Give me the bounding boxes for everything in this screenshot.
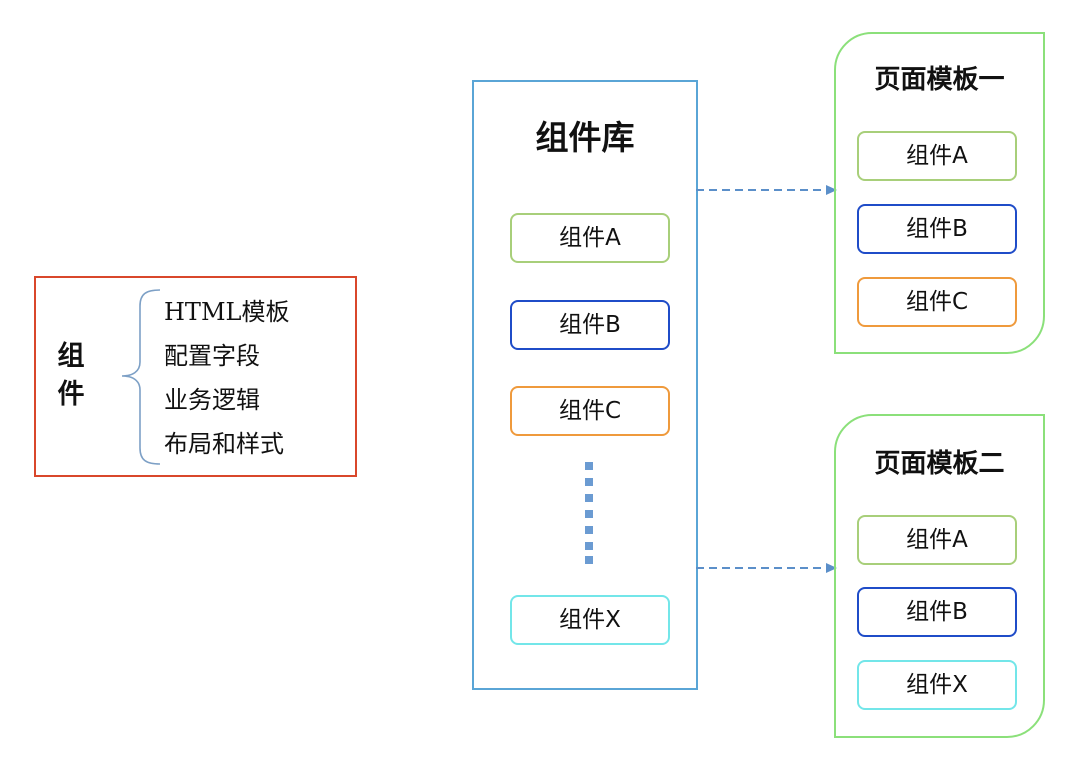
attribute-item: 配置字段 xyxy=(164,342,260,370)
attribute-item: 业务逻辑 xyxy=(164,386,260,414)
library-component-a: 组件A xyxy=(510,213,670,263)
page-template-one xyxy=(834,32,1045,354)
template-two-component-x: 组件X xyxy=(857,660,1017,710)
vertical-ellipsis-icon xyxy=(585,462,593,564)
attribute-item: HTML模板 xyxy=(164,298,290,326)
template-two-component-b: 组件B xyxy=(857,587,1017,637)
library-component-c: 组件C xyxy=(510,386,670,436)
component-attribute-list: HTML模板 配置字段 业务逻辑 布局和样式 xyxy=(164,290,349,466)
template-one-component-c: 组件C xyxy=(857,277,1017,327)
template-two-component-a: 组件A xyxy=(857,515,1017,565)
definition-title-text: 组 件 xyxy=(57,341,85,410)
attribute-item: 布局和样式 xyxy=(164,430,284,458)
page-template-two xyxy=(834,414,1045,738)
library-component-b: 组件B xyxy=(510,300,670,350)
curly-brace-icon xyxy=(121,289,161,465)
component-library-panel xyxy=(472,80,698,690)
page-template-one-title: 页面模板一 xyxy=(874,65,1005,95)
template-one-component-b: 组件B xyxy=(857,204,1017,254)
component-definition-box xyxy=(34,276,357,477)
component-library-title: 组件库 xyxy=(535,118,635,157)
arrow-to-template-one xyxy=(696,185,837,195)
template-one-component-a: 组件A xyxy=(857,131,1017,181)
library-component-x: 组件X xyxy=(510,595,670,645)
arrow-to-template-two xyxy=(696,563,837,573)
component-definition-title: 组 件 xyxy=(54,338,88,414)
page-template-two-title: 页面模板二 xyxy=(874,449,1005,479)
